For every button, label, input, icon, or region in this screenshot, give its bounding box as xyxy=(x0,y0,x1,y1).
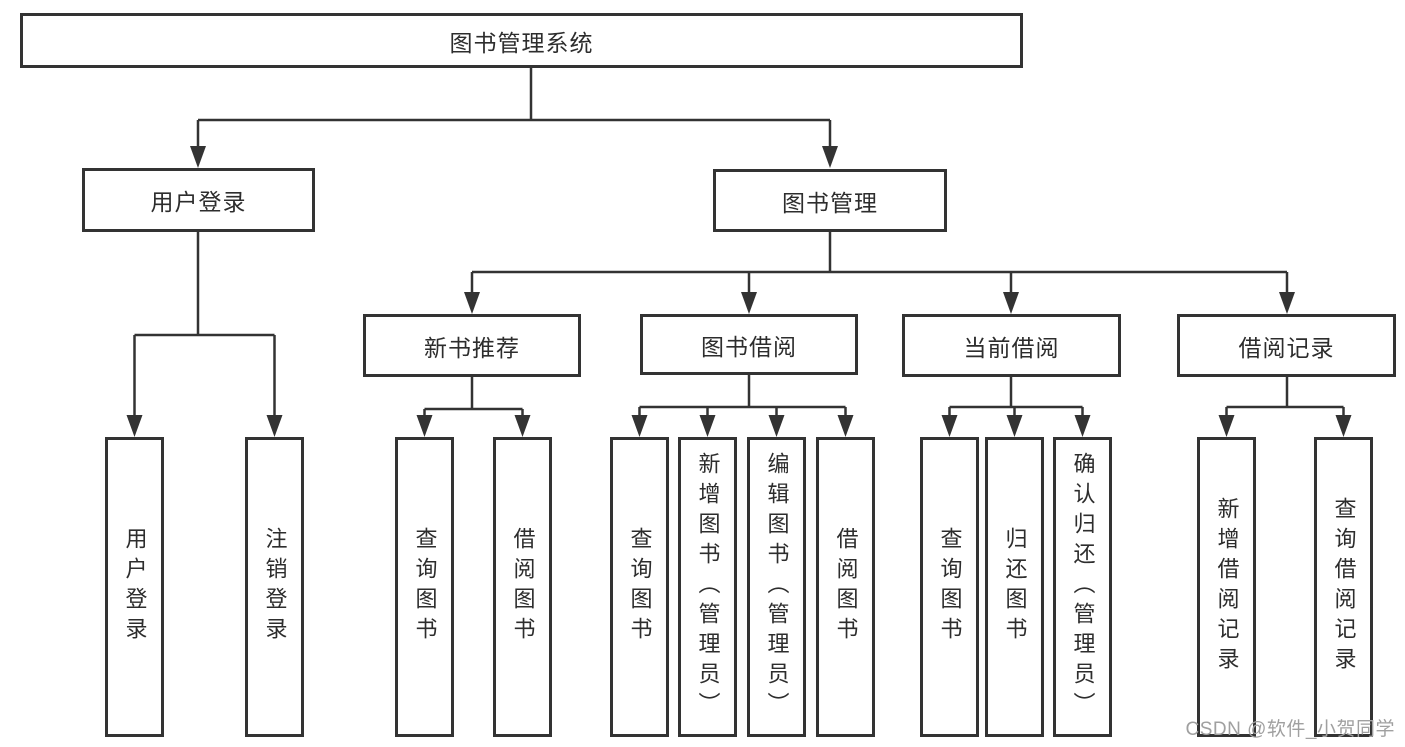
node-current-borrow: 当前借阅 xyxy=(902,314,1121,377)
leaf-records-query-record: 查询借阅记录 xyxy=(1314,437,1373,737)
node-borrow-records: 借阅记录 xyxy=(1177,314,1396,377)
node-book-borrow: 图书借阅 xyxy=(640,314,858,375)
leaf-label: 查询借阅记录 xyxy=(1331,497,1357,677)
leaf-label: 编辑图书（管理员） xyxy=(764,452,790,722)
arrowhead-icons xyxy=(126,146,1352,437)
node-root: 图书管理系统 xyxy=(20,13,1023,68)
node-root-label: 图书管理系统 xyxy=(449,29,594,56)
leaf-recommend-query-book: 查询图书 xyxy=(395,437,454,737)
leaf-label: 查询图书 xyxy=(937,527,963,647)
leaf-label: 注销登录 xyxy=(262,527,288,647)
node-user-login-label: 用户登录 xyxy=(150,189,247,215)
node-new-book-recommend-label: 新书推荐 xyxy=(424,334,520,361)
node-new-book-recommend: 新书推荐 xyxy=(363,314,581,377)
leaf-current-query-book: 查询图书 xyxy=(920,437,979,737)
watermark: CSDN @软件_小贺同学 xyxy=(1185,719,1395,740)
leaf-borrow-add-book-admin: 新增图书（管理员） xyxy=(678,437,737,737)
leaf-label: 借阅图书 xyxy=(833,527,859,647)
leaf-current-return-book: 归还图书 xyxy=(985,437,1044,737)
leaf-label: 归还图书 xyxy=(1002,527,1028,647)
node-book-management: 图书管理 xyxy=(713,169,947,232)
leaf-recommend-borrow-book: 借阅图书 xyxy=(493,437,552,737)
node-book-management-label: 图书管理 xyxy=(782,189,878,216)
leaf-label: 新增图书（管理员） xyxy=(695,452,721,722)
node-borrow-records-label: 借阅记录 xyxy=(1238,334,1335,361)
leaf-borrow-edit-book-admin: 编辑图书（管理员） xyxy=(747,437,806,737)
leaf-login-logout: 注销登录 xyxy=(245,437,304,737)
leaf-label: 查询图书 xyxy=(412,527,438,647)
leaf-borrow-query-book: 查询图书 xyxy=(610,437,669,737)
node-current-borrow-label: 当前借阅 xyxy=(963,334,1060,361)
leaf-current-confirm-return-admin: 确认归还（管理员） xyxy=(1053,437,1112,737)
leaf-label: 借阅图书 xyxy=(510,527,536,647)
leaf-label: 用户登录 xyxy=(122,527,148,647)
leaf-label: 新增借阅记录 xyxy=(1214,497,1240,677)
leaf-label: 确认归还（管理员） xyxy=(1070,452,1096,722)
leaf-records-add-record: 新增借阅记录 xyxy=(1197,437,1256,737)
node-user-login: 用户登录 xyxy=(82,168,315,232)
leaf-borrow-borrow-book: 借阅图书 xyxy=(816,437,875,737)
leaf-login-user-login: 用户登录 xyxy=(105,437,164,737)
node-book-borrow-label: 图书借阅 xyxy=(701,333,797,360)
leaf-label: 查询图书 xyxy=(627,527,653,647)
